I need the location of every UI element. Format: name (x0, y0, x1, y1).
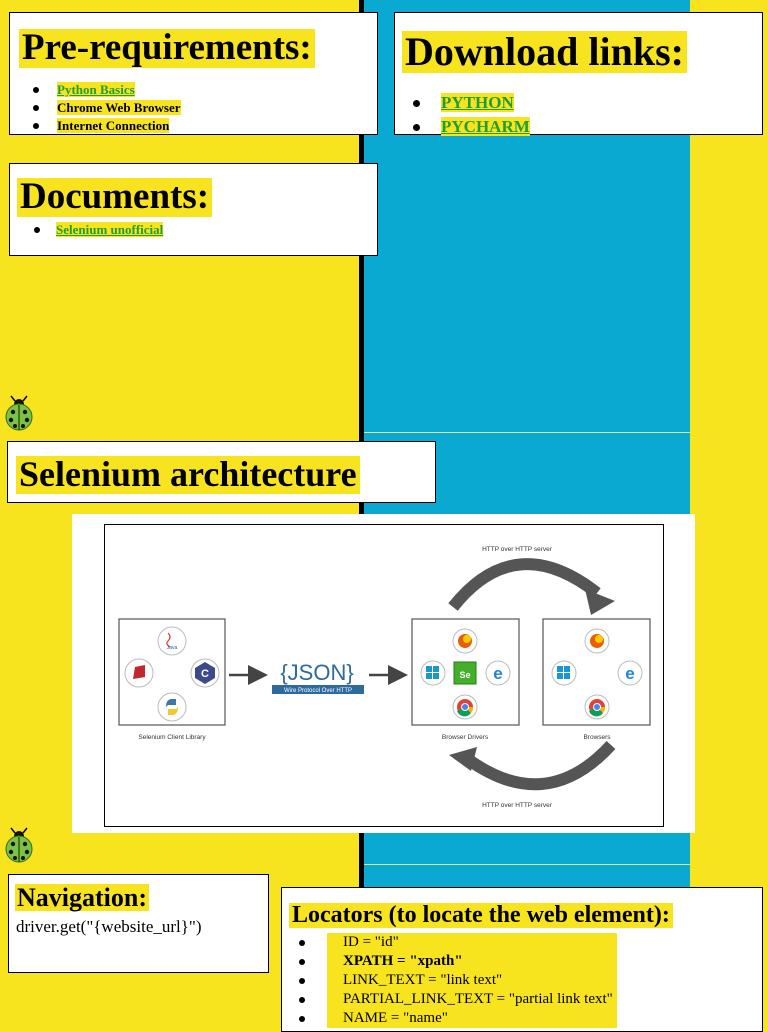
list-item: LINK_TEXT = "link text" (299, 971, 617, 990)
list-item: ID = "id" (299, 933, 617, 952)
http-bottom-label: HTTP over HTTP server (482, 802, 553, 809)
download-links-list: PYTHON PYCHARM (413, 91, 530, 139)
locator-text: PARTIAL_LINK_TEXT = "partial link text" (343, 991, 613, 1007)
list-item: NAME = "name" (299, 1009, 617, 1028)
ladybug-icon (5, 827, 33, 863)
pycharm-download-link[interactable]: PYCHARM (441, 117, 530, 136)
list-item[interactable]: Selenium unofficial (33, 221, 164, 239)
http-top-label: HTTP over HTTP server (482, 546, 553, 553)
list-item[interactable]: Python Basics (33, 81, 181, 99)
divider-line (364, 432, 690, 433)
prerequirements-card: Pre-requirements: Python Basics Chrome W… (9, 12, 378, 135)
locators-title: Locators (to locate the web element): (289, 902, 673, 929)
python-basics-link[interactable]: Python Basics (57, 82, 135, 97)
json-sub-label: Wire Protocol Over HTTP (284, 688, 352, 694)
list-item[interactable]: PYTHON (413, 91, 530, 115)
list-item: XPATH = "xpath" (299, 952, 617, 971)
selenium-icon (453, 661, 477, 685)
navigation-card: Navigation: driver.get("{website_url}") (8, 874, 269, 973)
svg-text:C: C (201, 668, 209, 680)
list-item: Internet Connection (33, 117, 181, 135)
blue-stripe (362, 0, 690, 1024)
svg-text:e: e (493, 664, 502, 683)
architecture-svg: HTTP over HTTP server HTTP over HTTP ser… (118, 546, 651, 809)
svg-text:e: e (625, 664, 634, 683)
python-download-link[interactable]: PYTHON (441, 93, 514, 112)
list-item-text: Chrome Web Browser (57, 100, 181, 115)
locator-text: LINK_TEXT = "link text" (343, 972, 503, 988)
architecture-card: Selenium architecture (7, 441, 436, 503)
documents-title: Documents: (17, 177, 213, 217)
locators-card: Locators (to locate the web element): ID… (281, 887, 763, 1032)
black-divider (359, 0, 364, 1024)
download-links-title: Download links: (402, 31, 687, 73)
list-item: PARTIAL_LINK_TEXT = "partial link text" (299, 990, 617, 1009)
prerequirements-list: Python Basics Chrome Web Browser Interne… (33, 81, 181, 135)
download-links-card: Download links: PYTHON PYCHARM (394, 12, 763, 136)
selenium-architecture-diagram: HTTP over HTTP server HTTP over HTTP ser… (104, 524, 664, 827)
svg-text:Java: Java (167, 645, 178, 651)
list-item[interactable]: PYCHARM (413, 115, 530, 139)
list-item-text: Internet Connection (57, 118, 170, 133)
python-icon (157, 692, 187, 722)
json-sub-banner (272, 685, 364, 694)
locator-text: XPATH = "xpath" (343, 953, 463, 969)
top-curved-arrow (448, 558, 601, 611)
ladybug-icon (5, 395, 33, 431)
documents-card: Documents: Selenium unofficial (9, 163, 378, 256)
edge-icon (485, 660, 511, 686)
documents-list: Selenium unofficial (33, 221, 164, 239)
architecture-title: Selenium architecture (16, 455, 360, 494)
locator-text: ID = "id" (343, 934, 399, 950)
navigation-code: driver.get("{website_url}") (16, 917, 202, 936)
list-item: Chrome Web Browser (33, 99, 181, 117)
bottom-curved-arrow (461, 740, 616, 791)
svg-text:Se: Se (459, 670, 470, 680)
client-library-label: Selenium Client Library (138, 734, 206, 741)
edge-icon (617, 660, 643, 686)
json-label: {JSON} (280, 660, 353, 685)
browsers-label: Browsers (583, 734, 611, 741)
java-icon (157, 626, 187, 656)
selenium-unofficial-link[interactable]: Selenium unofficial (56, 222, 164, 237)
locator-text: NAME = "name" (343, 1010, 448, 1026)
browser-drivers-label: Browser Drivers (442, 734, 489, 741)
divider-line (364, 864, 690, 865)
navigation-title: Navigation: (15, 883, 149, 912)
locators-list: ID = "id" XPATH = "xpath" LINK_TEXT = "l… (299, 933, 617, 1028)
prerequirements-title: Pre-requirements: (19, 28, 315, 68)
